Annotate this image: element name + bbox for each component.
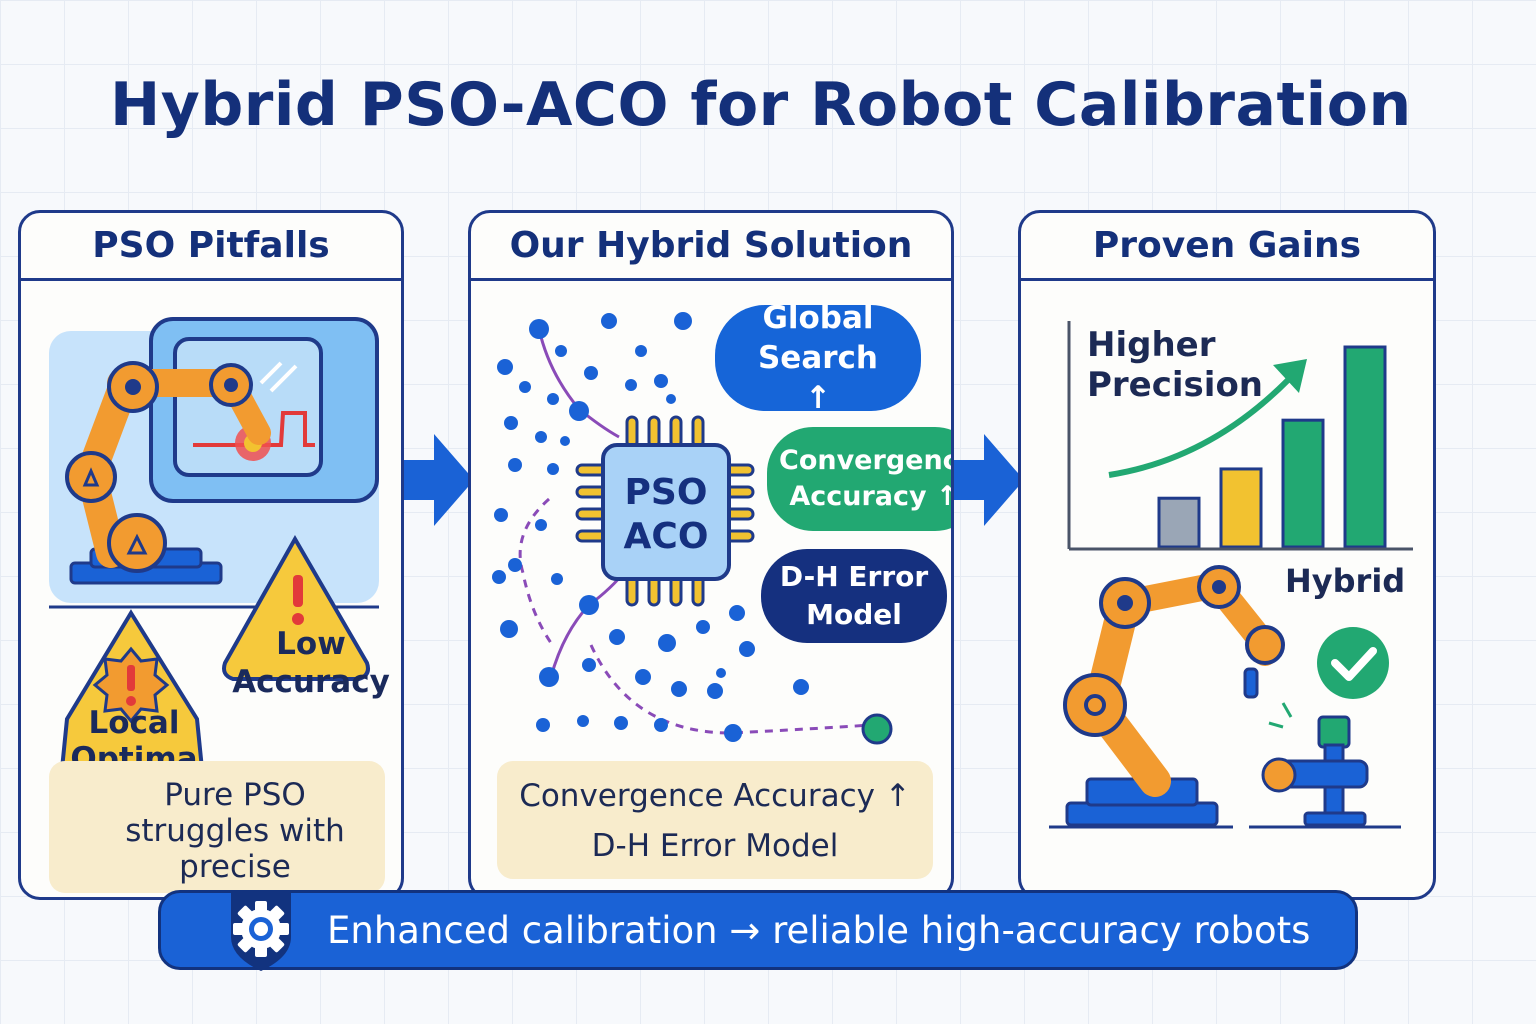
hybrid-note-line2: D-H Error Model	[591, 828, 839, 864]
robot-label-hybrid: Hybrid	[1285, 562, 1406, 600]
panel-heading: Our Hybrid Solution	[471, 213, 951, 281]
pso-note-text: Pure PSO struggles with precise geometry	[125, 777, 345, 897]
arrow-right-icon	[404, 434, 474, 526]
bubble-dh-text: D-H Error Model	[779, 560, 929, 631]
chart-bar-2	[1219, 467, 1263, 549]
panel-heading: Proven Gains	[1021, 213, 1433, 281]
arrow-right-icon	[954, 434, 1024, 526]
chart-bar-1	[1157, 496, 1201, 549]
target-point-icon	[861, 713, 893, 745]
chart-label-higher-precision: Higher Precision	[1087, 325, 1264, 405]
panel-heading: PSO Pitfalls	[21, 213, 401, 281]
hybrid-note: Convergence Accuracy ↑ D-H Error Model	[497, 761, 933, 879]
bubble-global-search-text: Global Search ↑	[757, 300, 878, 416]
footer-banner: Enhanced calibration → reliable high-acc…	[158, 890, 1358, 971]
robot-arm-icon	[65, 361, 271, 585]
checkmark-icon	[1317, 627, 1389, 699]
bubble-dh-error-model: D-H Error Model	[761, 549, 947, 643]
trend-arrow-icon	[1108, 374, 1294, 478]
warning-low-accuracy-label: Low Accuracy	[232, 626, 390, 700]
particle-swarm	[492, 312, 809, 742]
chart-bar-4	[1343, 345, 1387, 549]
panel-pso-pitfalls: PSO Pitfalls	[18, 210, 404, 900]
panel-proven-gains: Proven Gains	[1018, 210, 1436, 900]
pso-note: Pure PSO struggles with precise geometry	[49, 761, 385, 897]
footer-text: Enhanced calibration → reliable high-acc…	[327, 909, 1311, 952]
gear-icon	[231, 891, 291, 971]
gains-illustration	[1049, 321, 1413, 829]
panel-hybrid-solution: Our Hybrid Solution	[468, 210, 954, 900]
pso-pitfalls-illustration	[49, 317, 379, 793]
swarm-illustration	[492, 312, 893, 745]
page-title: Hybrid PSO-ACO for Robot Calibration	[110, 70, 1412, 140]
bubble-global-search: Global Search ↑	[715, 300, 921, 416]
chart-bar-3	[1281, 418, 1325, 549]
robot-arm-hybrid-icon	[1063, 565, 1285, 827]
hybrid-note-line1: Convergence Accuracy ↑	[519, 778, 911, 814]
bubble-convergence-text: Convergence Accuracy ↑	[779, 445, 951, 512]
processor-chip-icon	[575, 415, 755, 607]
precision-bar-chart	[1067, 321, 1413, 551]
chip-label-pso: PSO	[624, 472, 708, 513]
warning-low-accuracy-icon	[222, 534, 370, 681]
chip-label: PSO ACO	[611, 471, 721, 559]
calibration-fixture-icon	[1261, 715, 1369, 827]
bubble-convergence-accuracy: Convergence Accuracy ↑	[767, 427, 951, 531]
chip-label-aco: ACO	[623, 516, 709, 557]
